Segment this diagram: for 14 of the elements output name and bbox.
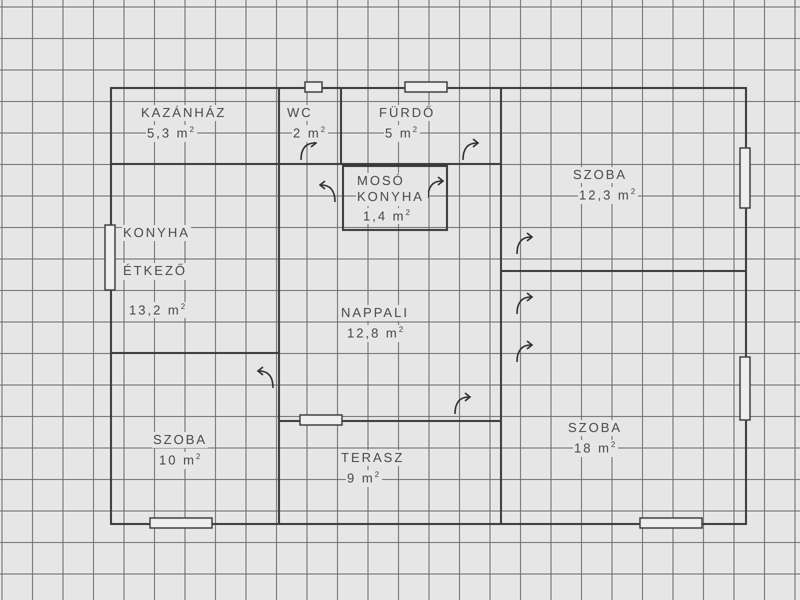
room-name: MOSÓ KONYHA [356, 173, 428, 206]
room-area-label: 12,3 m$^{2}$ [578, 187, 638, 204]
room-area-label: 1,4 m$^{2}$ [362, 208, 413, 224]
room-area-label: 2 m$^{2}$ [292, 125, 328, 142]
room-name: SZOBA [152, 432, 208, 448]
room-area-label: 18 m$^{2}$ [573, 440, 618, 457]
room-area-label: 13,2 m$^{2}$ [128, 302, 188, 318]
room-outline [342, 165, 448, 231]
room-name: ÉTKEZŐ [122, 263, 188, 280]
room-outline [110, 87, 280, 165]
room-area-label: 5,3 m$^{2}$ [146, 125, 197, 142]
room-name: KONYHA [122, 225, 191, 242]
room-area-label: 9 m$^{2}$ [346, 470, 382, 487]
room-area-label: 5 m$^{2}$ [384, 125, 420, 142]
